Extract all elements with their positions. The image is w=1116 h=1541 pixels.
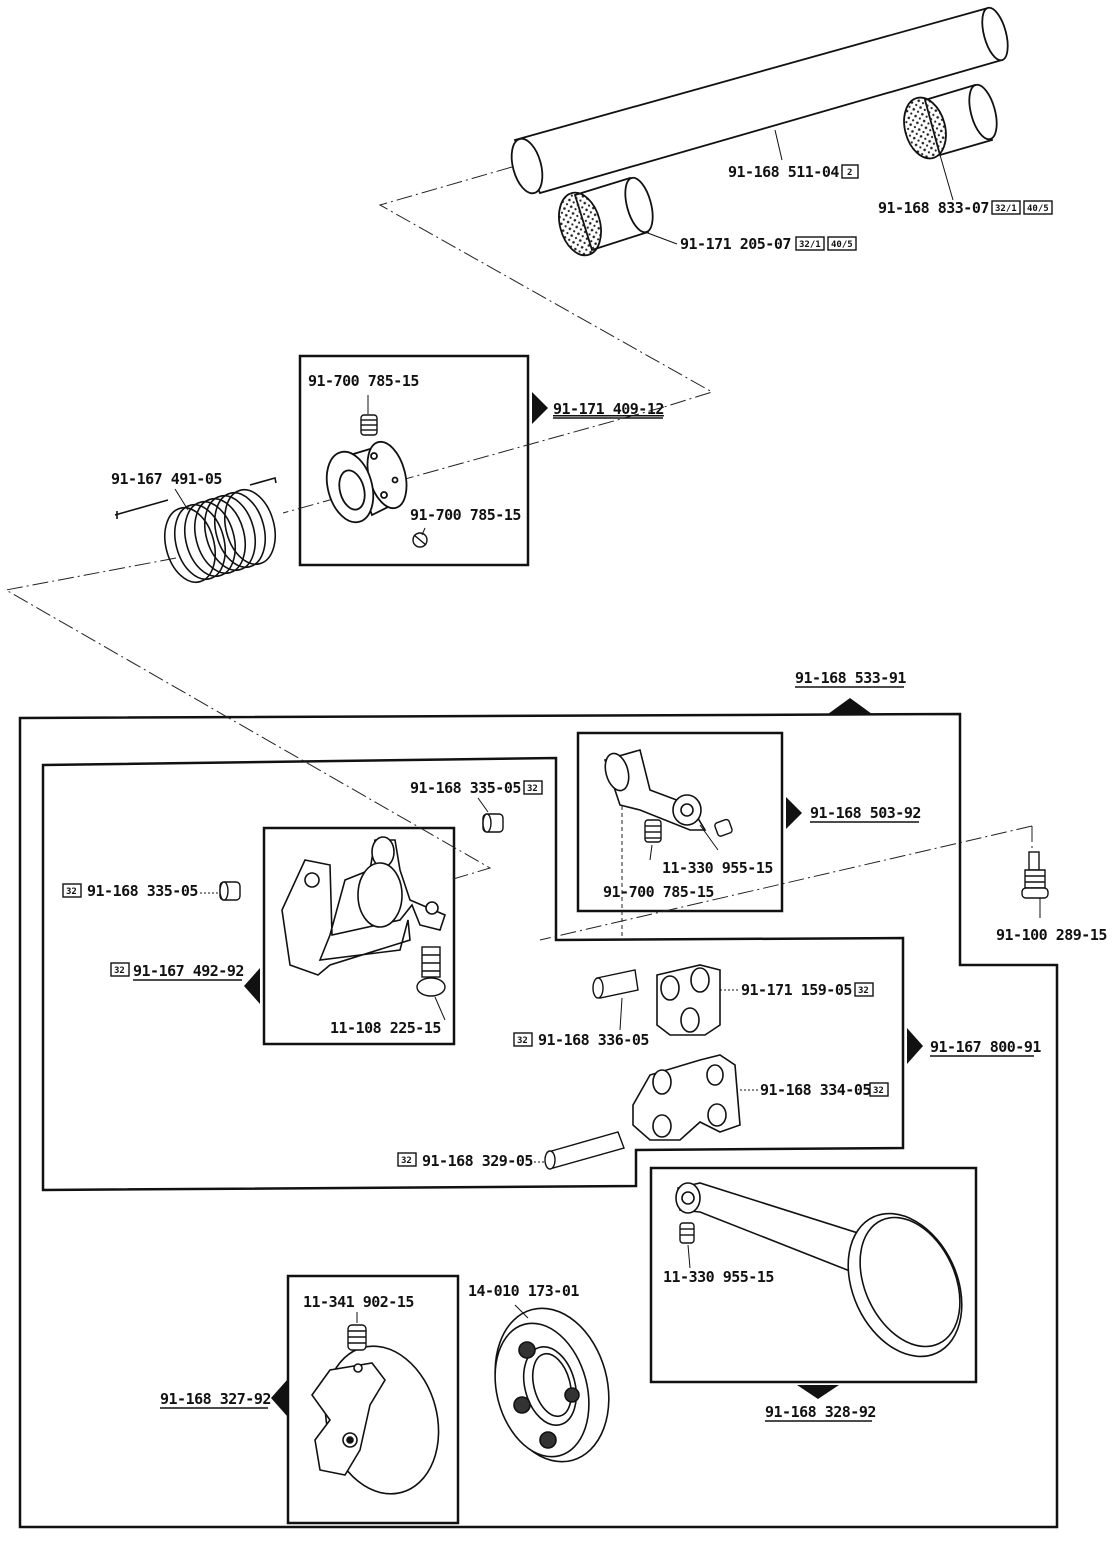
label-link-upper: 91-171 159-05 — [741, 981, 852, 999]
badge-bushing-right-1: 32/1 — [991, 200, 1021, 215]
svg-text:32: 32 — [114, 966, 125, 976]
link-assembly-arrow — [907, 1028, 923, 1064]
crank-part — [603, 749, 707, 831]
link-upper-part — [656, 964, 721, 1036]
bushing-right-part — [903, 83, 998, 160]
label-screw-far-right: 91-100 289-15 — [996, 926, 1107, 944]
svg-text:2: 2 — [847, 168, 852, 178]
bearing-part — [494, 1307, 610, 1463]
collar-screw-side-part — [412, 532, 428, 548]
svg-text:32: 32 — [66, 887, 77, 897]
link-pin-upper-part — [592, 969, 639, 999]
crank-assembly-arrow — [786, 797, 802, 829]
link-lower-part — [632, 1054, 741, 1141]
label-pin-left: 91-168 335-05 — [87, 882, 198, 900]
bracket-assembly-frame — [262, 826, 456, 1046]
label-link-pin-upper: 91-168 336-05 — [538, 1031, 649, 1049]
badge-pin-left: 32 — [62, 883, 82, 898]
svg-text:32/1: 32/1 — [995, 204, 1017, 214]
bushing-left-part — [558, 176, 654, 257]
pin-top-part — [482, 813, 504, 833]
eccentric-part — [311, 1345, 440, 1495]
eccentric-rod-arrow — [797, 1385, 839, 1399]
eccentric-assembly-frame — [286, 1274, 460, 1525]
label-bracket-assembly: 91-167 492-92 — [133, 962, 244, 980]
svg-text:32: 32 — [517, 1036, 528, 1046]
svg-text:32: 32 — [527, 784, 538, 794]
label-eccentric-assembly: 91-168 327-92 — [160, 1390, 271, 1408]
label-bushing-left: 91-171 205-07 — [680, 235, 791, 253]
badge-bracket-assembly: 32 — [110, 962, 130, 977]
badge-link-upper: 32 — [854, 982, 874, 997]
crank-screw-left-part — [644, 819, 662, 843]
label-eccentric-rod-assembly: 91-168 328-92 — [765, 1403, 876, 1421]
label-eccentric-rod-screw: 11-330 955-15 — [663, 1268, 774, 1286]
label-bracket-screw: 11-108 225-15 — [330, 1019, 441, 1037]
badge-pin-top: 32 — [523, 780, 543, 795]
collar-assembly-frame — [298, 354, 530, 567]
bracket-part — [281, 836, 446, 976]
badge-shaft: 2 — [841, 164, 859, 179]
label-link-lower: 91-168 334-05 — [760, 1081, 871, 1099]
label-collar-screw-top: 91-700 785-15 — [308, 372, 419, 390]
label-spring: 91-167 491-05 — [111, 470, 222, 488]
label-pin-top: 91-168 335-05 — [410, 779, 521, 797]
main-assembly-frame — [18, 712, 1059, 1529]
label-main-assembly: 91-168 533-91 — [795, 669, 906, 687]
svg-text:32: 32 — [858, 986, 869, 996]
eccentric-assembly-arrow — [271, 1380, 287, 1416]
screw-far-right-part — [1021, 851, 1049, 899]
bracket-assembly-arrow — [244, 968, 260, 1004]
label-crank-screw-right: 11-330 955-15 — [662, 859, 773, 877]
badge-link-pin-upper: 32 — [513, 1032, 533, 1047]
label-bearing: 14-010 173-01 — [468, 1282, 579, 1300]
link-pin-lower-part — [544, 1131, 625, 1170]
spring-part — [114, 476, 277, 584]
badge-bushing-left-1: 32/1 — [795, 236, 825, 251]
badge-bushing-right-2: 40/5 — [1023, 200, 1053, 215]
assembly-arrows — [244, 392, 923, 1416]
collar-assembly-arrow — [532, 392, 548, 424]
badge-bushing-left-2: 40/5 — [827, 236, 857, 251]
bracket-screw-part — [416, 946, 446, 997]
collar-screw-top-part — [360, 414, 378, 436]
svg-text:32: 32 — [873, 1086, 884, 1096]
badge-link-pin-lower: 32 — [397, 1152, 417, 1167]
leader-lines — [174, 129, 1041, 1323]
svg-text:40/5: 40/5 — [1027, 204, 1049, 214]
eccentric-rod-part — [675, 1182, 963, 1358]
eccentric-rod-frame — [649, 1166, 978, 1384]
crank-screw-right-part — [714, 818, 733, 837]
main-assembly-arrow — [828, 698, 872, 714]
label-collar-screw-side: 91-700 785-15 — [410, 506, 521, 524]
part-labels: 91-168 511-04 2 91-168 833-07 32/1 40/5 … — [62, 163, 1108, 1422]
frames — [18, 354, 1059, 1529]
link-assembly-frame — [41, 756, 905, 1192]
label-crank-assembly: 91-168 503-92 — [810, 804, 921, 822]
svg-text:40/5: 40/5 — [831, 240, 853, 250]
eccentric-rod-screw-part — [679, 1222, 695, 1244]
label-shaft: 91-168 511-04 — [728, 163, 839, 181]
pin-left-part — [219, 881, 241, 901]
shaft-part — [510, 6, 1009, 195]
svg-text:32: 32 — [401, 1156, 412, 1166]
label-link-assembly: 91-167 800-91 — [930, 1038, 1041, 1056]
label-eccentric-screw: 11-341 902-15 — [303, 1293, 414, 1311]
label-link-pin-lower: 91-168 329-05 — [422, 1152, 533, 1170]
collar-part — [325, 440, 408, 524]
label-crank-screw-left: 91-700 785-15 — [603, 883, 714, 901]
crank-assembly-frame — [576, 731, 784, 913]
label-bushing-right: 91-168 833-07 — [878, 199, 989, 217]
eccentric-screw-part — [347, 1324, 367, 1351]
label-collar-assembly: 91-171 409-12 — [553, 400, 664, 418]
svg-text:32/1: 32/1 — [799, 240, 821, 250]
assembly-lines — [4, 166, 1033, 941]
badge-link-lower: 32 — [869, 1082, 889, 1097]
